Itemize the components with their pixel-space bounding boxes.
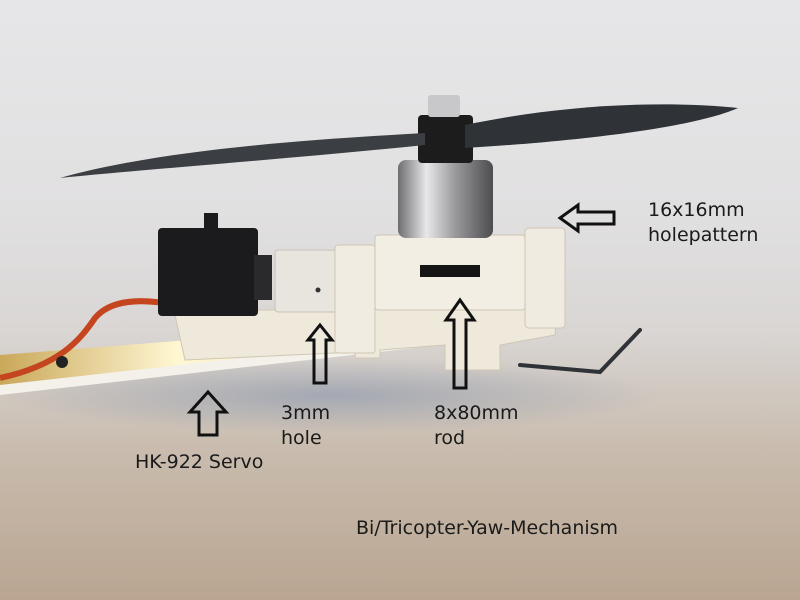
label-holepattern: 16x16mm holepattern xyxy=(648,199,759,246)
servo-body xyxy=(158,228,258,316)
label-servo: HK-922 Servo xyxy=(135,451,264,473)
label-3mm-hole: 3mm hole xyxy=(281,402,331,449)
label-rod: 8x80mm rod xyxy=(434,402,519,449)
motor-bell xyxy=(398,160,493,238)
bearing-block xyxy=(334,244,376,354)
servo-coupler xyxy=(274,249,338,313)
servo-wire xyxy=(0,298,176,381)
arrow-up-icon xyxy=(186,389,230,437)
caption: Bi/Tricopter-Yaw-Mechanism xyxy=(356,517,619,539)
rod-window xyxy=(420,265,480,277)
arrow-left-icon xyxy=(557,202,616,234)
arrow-up-icon xyxy=(304,322,336,385)
arm-screw xyxy=(56,356,68,368)
arrow-up-icon xyxy=(443,297,477,390)
3mm-hole xyxy=(315,287,321,293)
propeller-blade-left xyxy=(60,133,425,178)
motor-top xyxy=(418,115,473,163)
hex-key xyxy=(518,328,642,375)
propeller-blade-right xyxy=(465,104,738,148)
prop-nut xyxy=(428,95,460,117)
end-cap xyxy=(524,227,566,329)
